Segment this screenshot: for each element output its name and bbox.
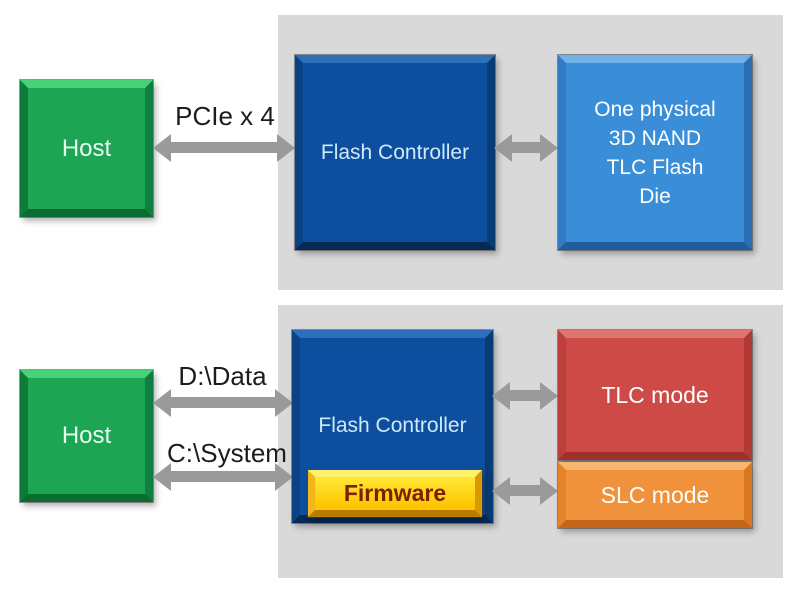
tlc-mode-label: TLC mode xyxy=(601,381,709,408)
slc-mode-box: SLC mode xyxy=(557,461,753,529)
top-host-box: Host xyxy=(19,79,154,218)
bottom-host-label: Host xyxy=(61,422,112,449)
tlc-mode-box: TLC mode xyxy=(557,329,753,461)
pcie-bus-label: PCIe x 4 xyxy=(175,101,275,131)
slc-mode-label: SLC mode xyxy=(600,481,710,508)
firmware-box: Firmware xyxy=(307,469,483,518)
slc-double-arrow-icon xyxy=(510,485,540,496)
top-host-label: Host xyxy=(61,134,112,162)
nand-die-label-line4: Die xyxy=(639,184,671,208)
nand-die-label-line3: TLC Flash xyxy=(606,155,704,179)
firmware-label: Firmware xyxy=(343,480,447,506)
pcie-double-arrow-icon xyxy=(171,142,277,153)
data-bus-double-arrow-icon xyxy=(171,397,275,408)
bottom-flash-controller-label: Flash Controller xyxy=(318,414,467,437)
bottom-host-box: Host xyxy=(19,369,154,503)
data-bus-label: D:\Data xyxy=(178,361,267,391)
controller-nand-double-arrow-icon xyxy=(512,142,540,153)
nand-die-label: One physical 3D NAND TLC Flash Die xyxy=(594,95,715,211)
tlc-double-arrow-icon xyxy=(510,390,540,401)
nand-die-label-line2: 3D NAND xyxy=(608,126,702,150)
system-bus-label: C:\System xyxy=(167,438,287,468)
top-flash-controller-label: Flash Controller xyxy=(320,140,470,164)
nand-die-label-line1: One physical xyxy=(594,97,716,121)
system-bus-double-arrow-icon xyxy=(171,471,275,482)
nand-die-box: One physical 3D NAND TLC Flash Die xyxy=(557,54,753,251)
top-flash-controller-box: Flash Controller xyxy=(294,54,496,251)
